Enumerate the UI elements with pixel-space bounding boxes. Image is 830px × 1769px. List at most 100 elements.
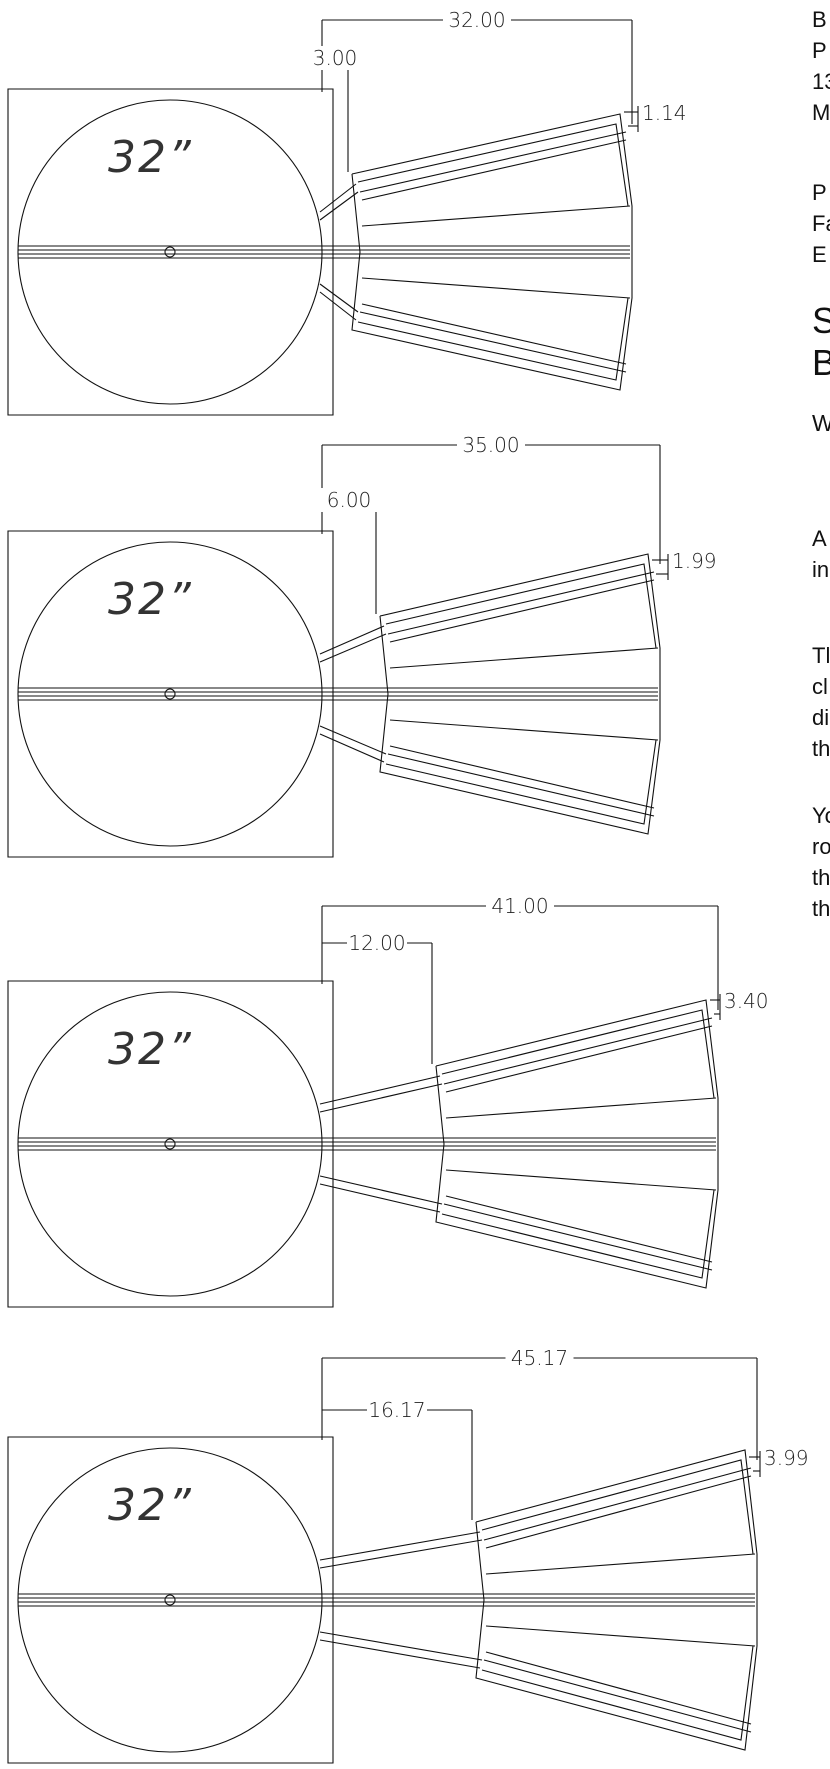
overall-dimension-label: 32.00 xyxy=(448,8,505,32)
round-base xyxy=(18,542,322,846)
label-gap xyxy=(319,488,379,512)
label-gap xyxy=(443,8,511,32)
side-line: 13 xyxy=(812,69,830,94)
upper-arm xyxy=(320,1532,480,1560)
lower-arm xyxy=(320,1632,482,1660)
round-base xyxy=(18,100,322,404)
truss-rib xyxy=(486,1626,755,1646)
lower-arm xyxy=(320,1640,480,1668)
truss-rib xyxy=(390,648,658,668)
upper-arm xyxy=(320,1540,482,1568)
side-block-1: B P 13 M xyxy=(812,4,830,128)
center-pin xyxy=(165,1139,175,1149)
center-pin xyxy=(165,689,175,699)
side-block-2: P Fa E xyxy=(812,177,830,270)
center-pin xyxy=(165,247,175,257)
lower-arm xyxy=(320,292,356,320)
truss-rib xyxy=(444,1204,712,1270)
square-plate xyxy=(8,89,333,415)
side-line: Tl xyxy=(812,643,830,668)
truss-rib xyxy=(444,1018,712,1084)
side-line: B xyxy=(812,7,827,32)
side-heading: S B xyxy=(812,300,830,384)
offset-dimension-label: 3.00 xyxy=(313,46,358,70)
side-line: in xyxy=(812,557,830,582)
truss-inner-upper xyxy=(358,124,628,206)
rise-dimension-label: 3.99 xyxy=(764,1446,809,1470)
truss-inner-lower xyxy=(358,298,628,380)
truss-rib xyxy=(486,1554,755,1574)
side-heading-line: S xyxy=(812,300,830,341)
label-gap xyxy=(367,1398,427,1422)
rise-dimension-label: 1.99 xyxy=(672,549,717,573)
lower-arm xyxy=(320,726,386,754)
truss-rib xyxy=(446,1026,712,1092)
truss-rib xyxy=(362,140,626,200)
truss-rib xyxy=(484,1660,751,1732)
side-line: ro xyxy=(812,834,830,859)
upper-arm xyxy=(320,626,384,654)
truss-outline xyxy=(436,1000,718,1288)
lower-arm xyxy=(320,734,384,762)
side-subheading: W xyxy=(812,407,830,439)
lower-arm xyxy=(320,1176,442,1204)
square-plate xyxy=(8,981,333,1307)
truss-rib xyxy=(360,312,626,372)
truss-rib xyxy=(446,1170,716,1190)
offset-dimension-label: 12.00 xyxy=(348,931,405,955)
label-gap xyxy=(347,931,407,955)
rise-dimension-label: 3.40 xyxy=(724,989,769,1013)
side-paragraph-1: A in xyxy=(812,523,830,585)
side-line: Fa xyxy=(812,211,830,236)
rise-dimension-label: 1.14 xyxy=(642,101,687,125)
upper-arm xyxy=(320,1084,442,1112)
truss-outline xyxy=(476,1450,757,1750)
truss-inner-upper xyxy=(442,1010,714,1098)
side-paragraph-2: Tl cl di th xyxy=(812,640,830,764)
truss-inner-lower xyxy=(386,740,656,824)
size-label: 32” xyxy=(108,132,193,183)
size-label: 32” xyxy=(108,574,193,625)
truss-outline xyxy=(352,114,632,390)
truss-rib xyxy=(390,720,658,740)
upper-arm xyxy=(320,184,356,212)
plan-view-1: 32.00 3.00 1.14 32” xyxy=(8,8,687,415)
side-line: M xyxy=(812,100,830,125)
side-heading-line: B xyxy=(812,342,830,383)
truss-rib xyxy=(362,304,626,364)
truss-inner-lower xyxy=(442,1190,714,1278)
truss-rib xyxy=(362,278,630,298)
label-gap xyxy=(457,433,525,457)
side-line: A xyxy=(812,526,827,551)
side-line: W xyxy=(812,410,830,436)
label-gap xyxy=(305,46,365,70)
overall-dimension-label: 45.17 xyxy=(511,1346,568,1370)
size-label: 32” xyxy=(108,1024,193,1075)
truss-rib xyxy=(486,1652,751,1724)
side-paragraph-3: Yo ro th th xyxy=(812,800,830,924)
square-plate xyxy=(8,531,333,857)
truss-rib xyxy=(388,572,654,634)
truss-outline xyxy=(380,554,660,834)
label-gap xyxy=(505,1346,574,1370)
truss-inner-lower xyxy=(482,1646,753,1740)
plan-view-2: 35.00 6.00 1.99 32” xyxy=(8,433,717,857)
side-line: E xyxy=(812,242,827,267)
lower-arm xyxy=(320,284,358,312)
size-label: 32” xyxy=(108,1480,193,1531)
truss-rib xyxy=(446,1098,716,1118)
truss-rib xyxy=(362,206,630,226)
truss-rib xyxy=(360,132,626,192)
overall-dimension-label: 35.00 xyxy=(462,433,519,457)
upper-arm xyxy=(320,192,358,220)
upper-arm xyxy=(320,1076,440,1104)
truss-inner-upper xyxy=(482,1460,753,1554)
center-pin xyxy=(165,1595,175,1605)
lower-arm xyxy=(320,1184,440,1212)
label-gap xyxy=(486,894,554,918)
overall-dimension-label: 41.00 xyxy=(491,894,548,918)
upper-arm xyxy=(320,634,386,662)
offset-dimension-label: 6.00 xyxy=(327,488,372,512)
